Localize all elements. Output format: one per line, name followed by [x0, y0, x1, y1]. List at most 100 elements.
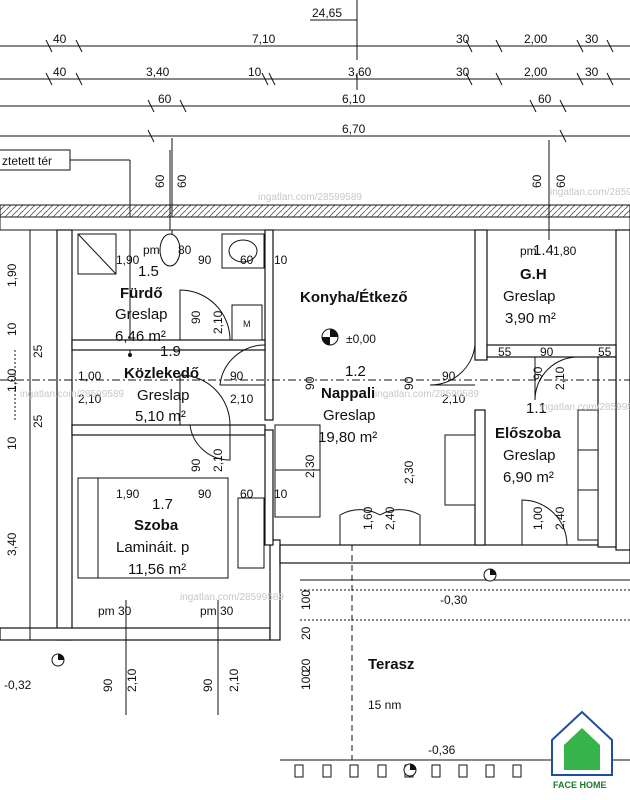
ticks-row4	[147, 129, 567, 143]
dim-190-room: 1,90	[116, 487, 140, 501]
dim-90-entry: 90	[442, 369, 456, 383]
dim-row1-b: 7,10	[252, 32, 276, 46]
dim-90-gh-v: 90	[531, 366, 545, 380]
cabinet-living	[274, 424, 321, 518]
room-living-name: Nappali	[321, 385, 375, 402]
room-pantry-floor: Greslap	[503, 288, 556, 305]
watermark-2: ingatlan.com/28599589	[550, 187, 630, 198]
doors	[14, 289, 579, 546]
terrace-title: Terasz	[368, 656, 414, 673]
exterior-walls	[0, 204, 630, 641]
room-bath-floor: Greslap	[115, 306, 168, 323]
level-000: ±0,00	[346, 332, 376, 346]
dim-80-bath: 80	[178, 243, 192, 257]
dim-20-terr-a: 20	[299, 626, 313, 640]
ticks-row2	[45, 72, 614, 90]
dim-90-bottom-r: 90	[201, 678, 215, 692]
room-kitchen-name: Konyha/Étkező	[300, 289, 408, 306]
room-living-floor: Greslap	[323, 407, 376, 424]
room-bedroom-name: Szoba	[134, 517, 179, 534]
dim-90-gh: 90	[540, 345, 554, 359]
face-home-logo: FACE HOME	[551, 710, 613, 790]
logo-text: FACE HOME	[553, 780, 607, 790]
room-pantry-id: 1.4	[533, 242, 554, 259]
dim-210-bath-v: 2,10	[211, 310, 225, 334]
dim-wall-60-b: 60	[175, 174, 189, 188]
dim-210-bottom-r: 2,10	[227, 668, 241, 692]
dim-210-gh-v: 2,10	[553, 366, 567, 390]
dim-230-living: 2,30	[303, 454, 317, 478]
room-corridor-area: 5,10 m²	[135, 408, 186, 425]
dim-90-corr-v: 90	[189, 458, 203, 472]
dim-100-terr-b: 100	[299, 670, 313, 690]
dim-210-left: 2,10	[78, 392, 102, 406]
bed-nightstand	[77, 477, 99, 579]
dim-row2-f: 2,00	[524, 65, 548, 79]
dim-90-room: 90	[198, 487, 212, 501]
room-corridor-name: Közlekedő	[124, 365, 199, 382]
level-036: -0,36	[428, 743, 456, 757]
room-corridor-id: 1.9	[160, 343, 181, 360]
dim-60-room: 60	[240, 487, 254, 501]
dim-row4: 6,70	[342, 122, 366, 136]
room-hall-floor: Greslap	[503, 447, 556, 464]
dim-240-entry: 2,40	[553, 506, 567, 530]
dim-230-living-r: 2,30	[402, 460, 416, 484]
room-hall-area: 6,90 m²	[503, 469, 554, 486]
dim-left-25a: 25	[31, 344, 45, 358]
dim-180-gh: 1,80	[553, 244, 577, 258]
level-markers-small	[51, 568, 497, 777]
pm-gh: pm	[520, 244, 537, 258]
interior-walls	[71, 229, 617, 548]
room-pantry-name: G.H	[520, 266, 547, 283]
dim-55-gh-l: 55	[498, 345, 512, 359]
dim-190-bath: 1,90	[116, 253, 140, 267]
pm-bath: pm	[143, 243, 160, 257]
watermark-3: ingatlan.com/28599589	[375, 389, 479, 400]
dim-90-corr-l: 90	[230, 369, 244, 383]
dim-wall-60-a: 60	[153, 174, 167, 188]
level-030: -0,30	[440, 593, 468, 607]
dim-90-bottom-l: 90	[101, 678, 115, 692]
dim-left-10a: 10	[5, 322, 19, 336]
dim-row2-g: 30	[585, 65, 599, 79]
room-hall-id: 1.1	[526, 400, 547, 417]
room-bedroom-id: 1.7	[152, 496, 173, 513]
level-marker	[321, 328, 339, 346]
dim-90-bath-v: 90	[189, 310, 203, 324]
dim-left-100: 1,00	[5, 368, 19, 392]
dim-10-room: 10	[274, 487, 288, 501]
wardrobe-entry	[577, 409, 599, 541]
dim-row2-e: 30	[456, 65, 470, 79]
pm30-a: pm 30	[98, 604, 132, 618]
room-bath-area: 6,46 m²	[115, 328, 166, 345]
dim-row2-c: 10	[248, 65, 262, 79]
meter-box-label: M	[243, 319, 251, 329]
room-pantry-area: 3,90 m²	[505, 310, 556, 327]
dim-left-10b: 10	[5, 436, 19, 450]
dim-row1-e: 30	[585, 32, 599, 46]
dim-row2-b: 3,40	[146, 65, 170, 79]
room-corridor-floor: Greslap	[137, 387, 190, 404]
watermark-6: ingatlan.com/28599589	[540, 402, 630, 413]
toilet-fixture	[159, 233, 181, 267]
room-living-id: 1.2	[345, 363, 366, 380]
room-bedroom-floor: Lamináit. p	[116, 539, 189, 556]
dim-20-terr-b: 20	[299, 658, 313, 672]
dim-90-living-v2: 90	[402, 376, 416, 390]
cutoff-label-box	[0, 149, 132, 357]
dim-210-corr-v: 2,10	[211, 448, 225, 472]
dim-210-entry: 2,10	[442, 392, 466, 406]
dim-90-living-v: 90	[303, 376, 317, 390]
shoe-cabinet	[444, 434, 476, 506]
room-hall-name: Előszoba	[495, 425, 562, 442]
terrace-sub: 15 nm	[368, 698, 401, 712]
dim-left-25b: 25	[31, 414, 45, 428]
dim-row3-b: 6,10	[342, 92, 366, 106]
room-bath-id: 1.5	[138, 263, 159, 280]
dim-160-door: 1,60	[361, 506, 375, 530]
dim-90-bath: 90	[198, 253, 212, 267]
dim-row1-c: 30	[456, 32, 470, 46]
dim-210-bottom-l: 2,10	[125, 668, 139, 692]
